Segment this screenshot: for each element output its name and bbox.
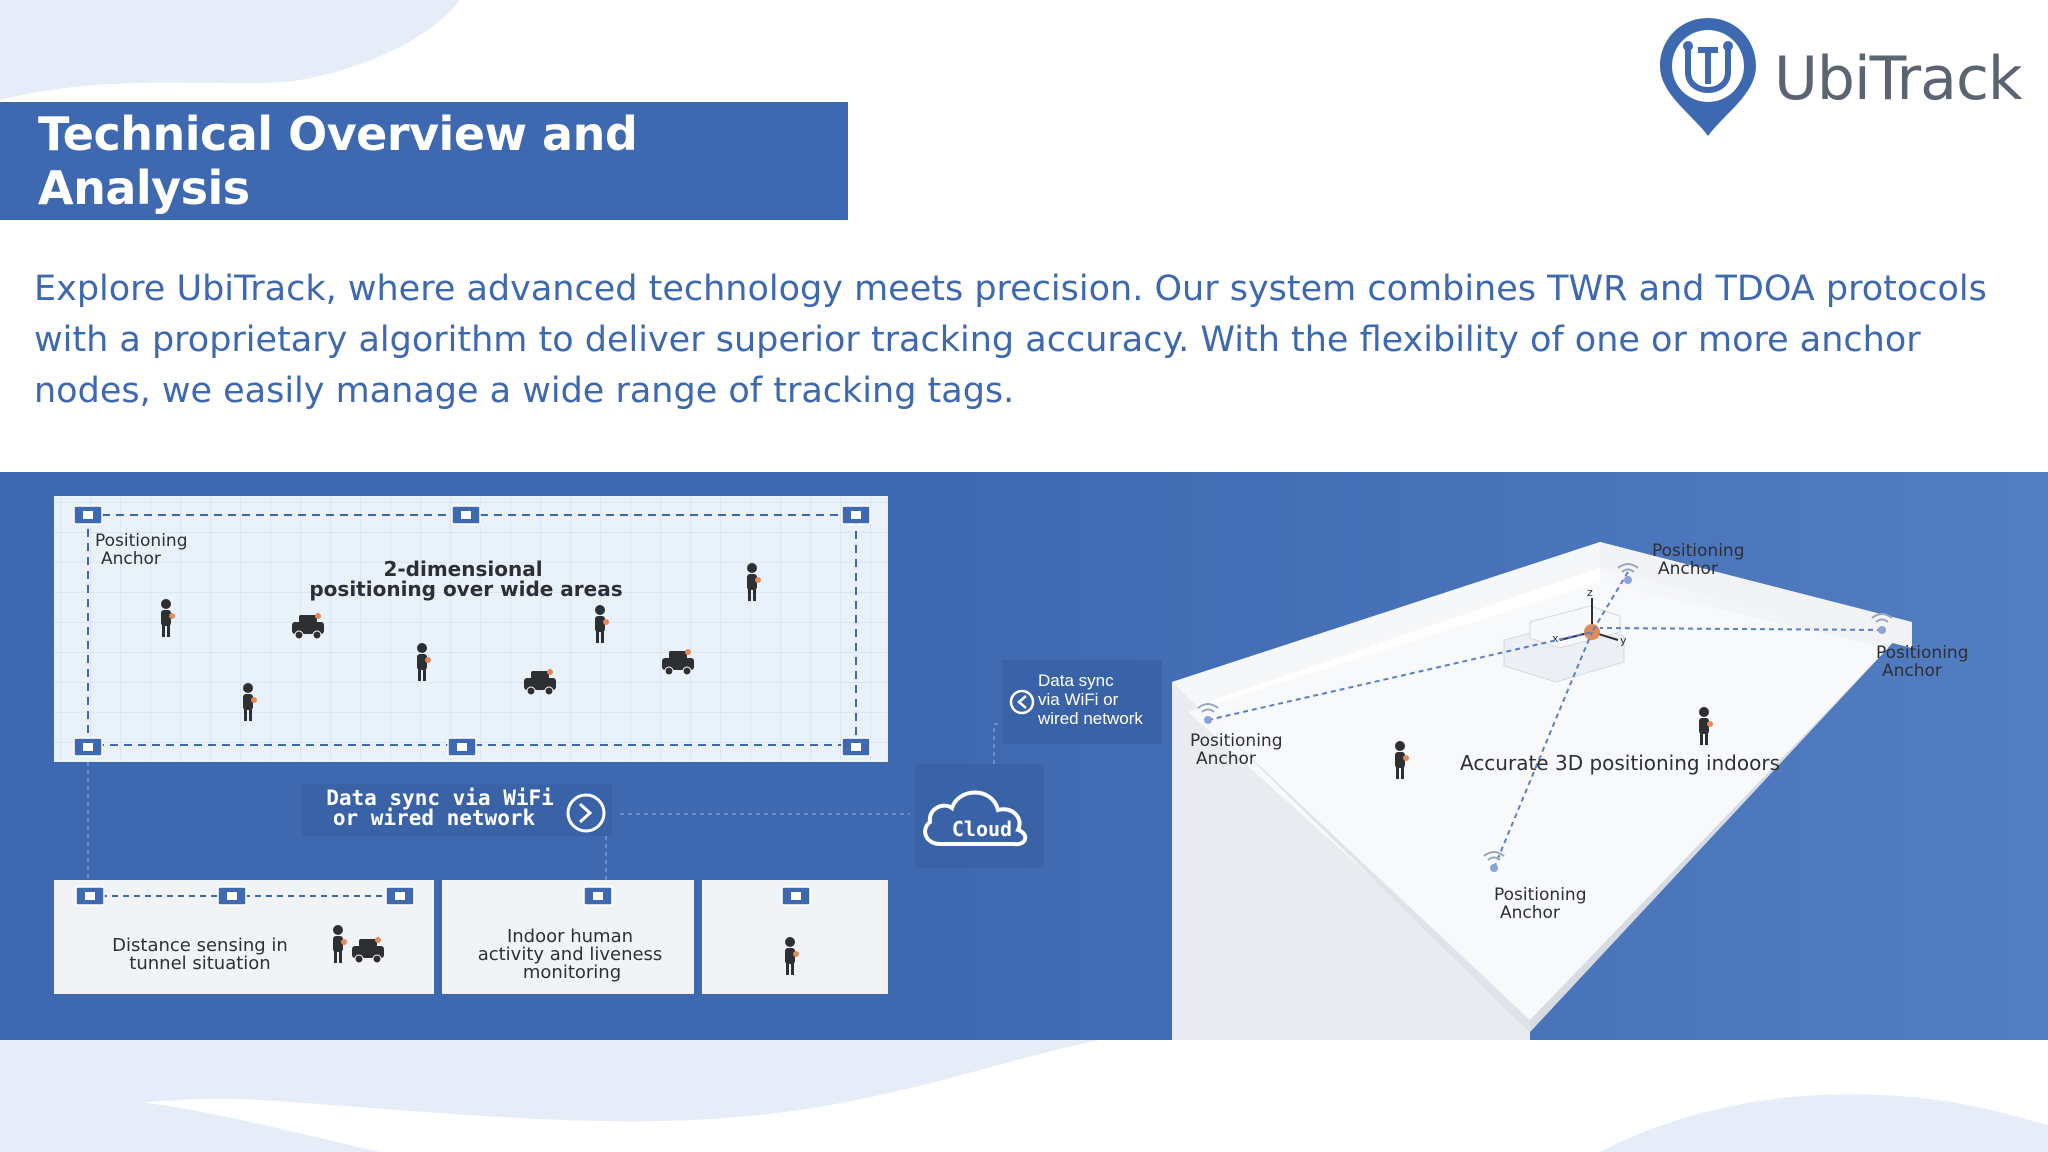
arrow-left-icon — [1009, 689, 1035, 715]
axis-label: y — [1620, 634, 1627, 647]
panel-label: Indoor human — [507, 926, 633, 947]
top-left-blob — [0, 0, 460, 100]
anchor-label: Anchor — [1500, 903, 1560, 923]
anchor-label: Positioning — [95, 531, 187, 551]
sync-label: via WiFi or — [1038, 690, 1119, 709]
panel-label: tunnel situation — [129, 953, 270, 974]
anchor-icon — [73, 505, 103, 525]
anchor-icon — [385, 886, 415, 906]
panel-label: monitoring — [523, 962, 621, 983]
indoor-panel: Indoor human activity and liveness monit… — [442, 880, 694, 994]
anchor-label: Anchor — [1196, 749, 1256, 769]
axis-label: x — [1552, 632, 1559, 645]
ubitrack-logo: UbiTrack — [1652, 14, 2032, 140]
single-person-panel — [702, 880, 888, 994]
panel-label: Distance sensing in — [112, 935, 288, 956]
anchor-icon — [447, 737, 477, 757]
sync-label: Data sync via WiFi — [326, 786, 554, 810]
anchor-icon — [217, 886, 247, 906]
anchor-icon — [781, 886, 811, 906]
anchor-label: Anchor — [1882, 661, 1942, 681]
data-sync-right: Data sync via WiFi or wired network — [1002, 660, 1162, 744]
anchor-icon — [841, 505, 871, 525]
axis-label: z — [1587, 586, 1593, 599]
wide-area-panel: Positioning Anchor 2-dimensional positio… — [54, 496, 888, 762]
anchor-label: Positioning — [1652, 541, 1744, 561]
anchor-label: Anchor — [1658, 559, 1718, 579]
anchor-icon — [75, 886, 105, 906]
cloud-node: Cloud — [914, 764, 1044, 868]
anchor-icon — [583, 886, 613, 906]
anchor-icon — [841, 737, 871, 757]
intro-paragraph: Explore UbiTrack, where advanced technol… — [34, 269, 1987, 411]
sync-label: Data sync — [1038, 671, 1114, 690]
sync-label: or wired network — [333, 806, 536, 830]
system-diagram: Positioning Anchor 2-dimensional positio… — [0, 472, 2048, 1040]
cloud-icon — [923, 790, 1028, 847]
panel-heading: positioning over wide areas — [309, 577, 622, 601]
data-sync-left: Data sync via WiFi or wired network — [302, 784, 612, 836]
title-bar: Technical Overview and Analysis — [0, 102, 848, 220]
anchor-label: Positioning — [1190, 731, 1282, 751]
anchor-label: Positioning — [1876, 643, 1968, 663]
sync-label: wired network — [1037, 709, 1143, 728]
logo-text: UbiTrack — [1774, 44, 2023, 114]
anchor-icon — [73, 737, 103, 757]
page-title: Technical Overview and Analysis — [38, 107, 638, 215]
arrow-right-icon — [566, 793, 606, 833]
anchor-icon — [451, 505, 481, 525]
anchor-label: Anchor — [101, 549, 161, 569]
cloud-label: Cloud — [952, 817, 1012, 841]
location-pin-logo-icon — [1660, 18, 1756, 136]
room-heading: Accurate 3D positioning indoors — [1460, 751, 1780, 775]
room-3d: z x y Positioning Anchor Positioning Anc… — [1172, 541, 1968, 1040]
panel-label: activity and liveness — [478, 944, 663, 965]
bottom-blob — [0, 1040, 2048, 1152]
tunnel-panel: Distance sensing in tunnel situation — [54, 880, 434, 994]
panel-heading: 2-dimensional — [383, 557, 542, 581]
anchor-label: Positioning — [1494, 885, 1586, 905]
